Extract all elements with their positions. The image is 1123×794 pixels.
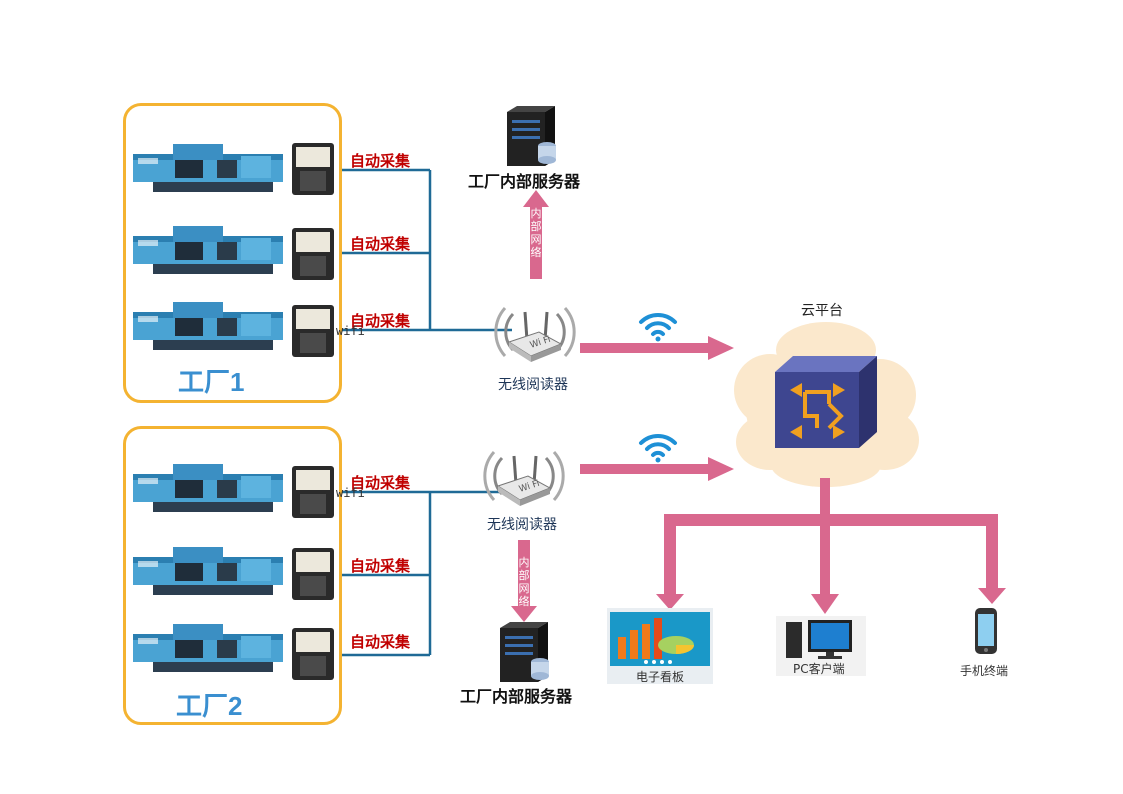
wifi-signal-icon-2 (639, 433, 677, 465)
cloud-label: 云平台 (801, 303, 843, 319)
cloud-icon (734, 322, 919, 487)
factory1-box (123, 103, 342, 403)
collect-label: 自动采集 (350, 312, 411, 330)
pc-label: PC客户端 (793, 662, 845, 676)
phone-label: 手机终端 (960, 664, 1009, 678)
collect-label: 自动采集 (350, 557, 411, 575)
distribution-arrows (656, 478, 1006, 614)
internal-network-label-top: 内部网络 (530, 207, 542, 259)
server-bottom-icon (500, 622, 549, 682)
reader1-label: 无线阅读器 (498, 377, 568, 393)
router1-icon (494, 306, 576, 364)
wifi-text: wifi (336, 324, 365, 338)
collect-label: 自动采集 (350, 152, 411, 170)
wifi-signal-icon-1 (639, 312, 677, 344)
cloud-arrow-2 (580, 457, 734, 481)
router2-icon (483, 450, 565, 508)
collect-label: 自动采集 (350, 235, 411, 253)
internal-arrow-top (523, 190, 549, 279)
server-bottom-label: 工厂内部服务器 (460, 687, 573, 706)
eboard-icon (607, 608, 713, 684)
collect-label: 自动采集 (350, 633, 411, 651)
cloud-arrow-1 (580, 336, 734, 360)
internal-network-label-bottom: 内部网络 (518, 556, 530, 608)
pc-icon (776, 616, 866, 676)
collect-label: 自动采集 (350, 474, 411, 492)
factory1-label: 工厂1 (178, 367, 245, 397)
factory1-bus-lines (342, 168, 512, 332)
server-top-label: 工厂内部服务器 (468, 172, 581, 191)
factory2-label: 工厂2 (176, 691, 243, 721)
factory2-bus-lines (342, 490, 500, 657)
wifi-text: wifi (336, 486, 365, 500)
phone-icon (975, 608, 997, 654)
eboard-label: 电子看板 (636, 670, 685, 684)
internal-arrow-bottom (511, 540, 537, 622)
reader2-label: 无线阅读器 (487, 517, 557, 533)
server-top-icon (507, 106, 556, 166)
factory2-box (123, 426, 342, 725)
